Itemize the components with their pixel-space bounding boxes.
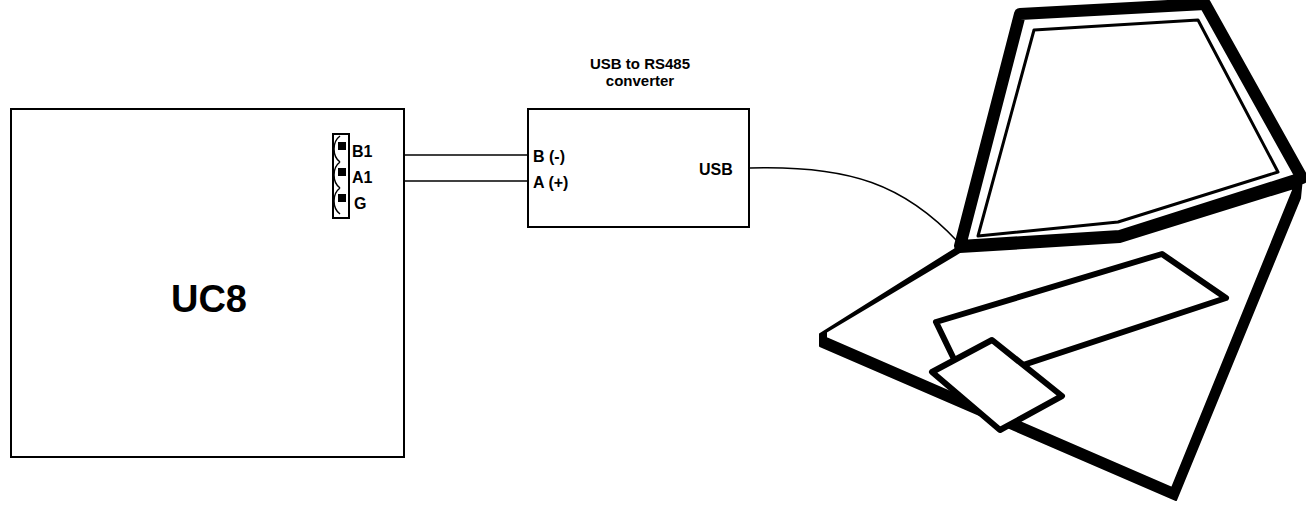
- converter-box: USB to RS485 converterB (-)A (+)USB: [527, 108, 750, 228]
- terminal-label: B1: [352, 144, 372, 160]
- controller-box: UC8: [10, 108, 405, 458]
- device-name: UC8: [171, 279, 247, 321]
- terminal-block: [333, 134, 349, 218]
- usb-cable: [750, 168, 958, 242]
- converter-title: USB to RS485 converter: [565, 56, 715, 89]
- pin-name: B (-): [533, 148, 565, 166]
- terminal-label: A1: [352, 170, 372, 186]
- pin-name: A (+): [533, 174, 568, 192]
- port-name: USB: [699, 161, 733, 179]
- terminal-label: G: [354, 196, 366, 212]
- signal-wire: [405, 154, 527, 156]
- signal-wire: [405, 180, 527, 182]
- laptop-illustration: [820, 4, 1302, 500]
